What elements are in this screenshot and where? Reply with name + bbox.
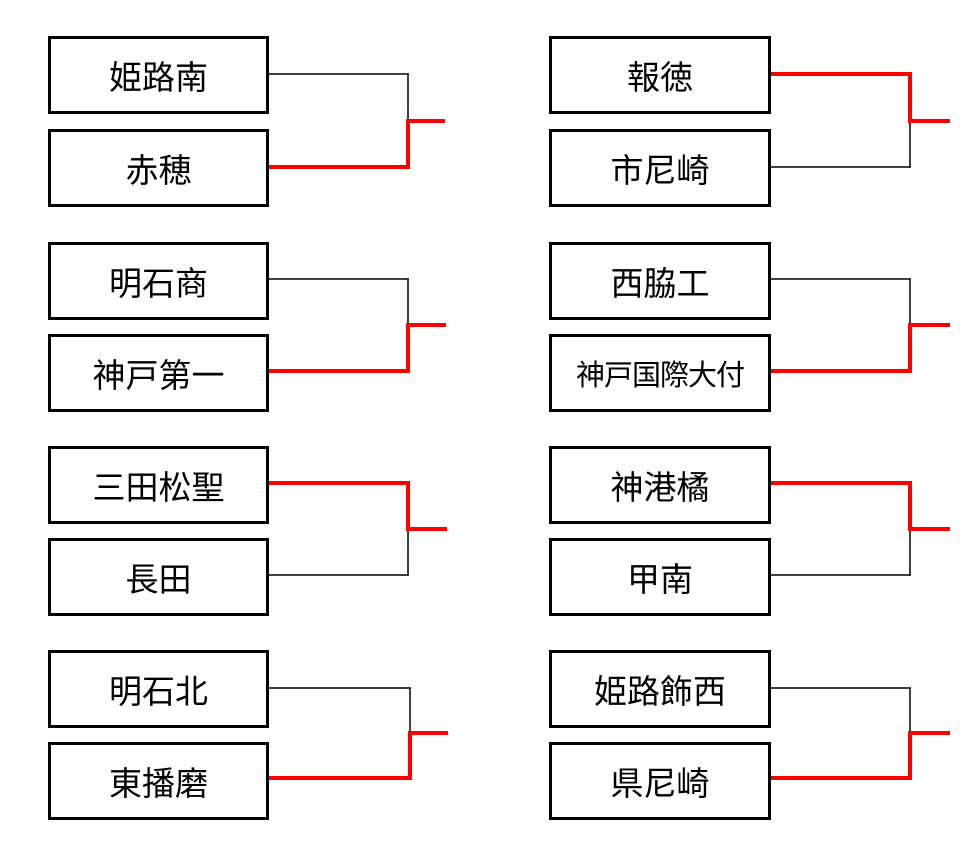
- team-box-m2-top: 明石商: [48, 242, 269, 320]
- team-box-m3-bottom: 長田: [48, 538, 269, 616]
- team-box-m4-bottom: 東播磨: [48, 742, 269, 820]
- team-box-m5-bottom: 市尼崎: [549, 129, 771, 207]
- team-box-m6-bottom: 神戸国際大付: [549, 334, 771, 412]
- team-box-m7-top: 神港橘: [549, 446, 771, 524]
- team-box-m1-top: 姫路南: [48, 36, 269, 114]
- team-box-m4-top: 明石北: [48, 650, 269, 728]
- team-box-m5-top: 報徳: [549, 36, 771, 114]
- team-box-m2-bottom: 神戸第一: [48, 334, 269, 412]
- team-box-m1-bottom: 赤穂: [48, 129, 269, 207]
- team-box-m6-top: 西脇工: [549, 242, 771, 320]
- team-box-m8-top: 姫路飾西: [549, 650, 771, 728]
- team-box-m3-top: 三田松聖: [48, 446, 269, 524]
- team-box-m8-bottom: 県尼崎: [549, 742, 771, 820]
- team-box-m7-bottom: 甲南: [549, 538, 771, 616]
